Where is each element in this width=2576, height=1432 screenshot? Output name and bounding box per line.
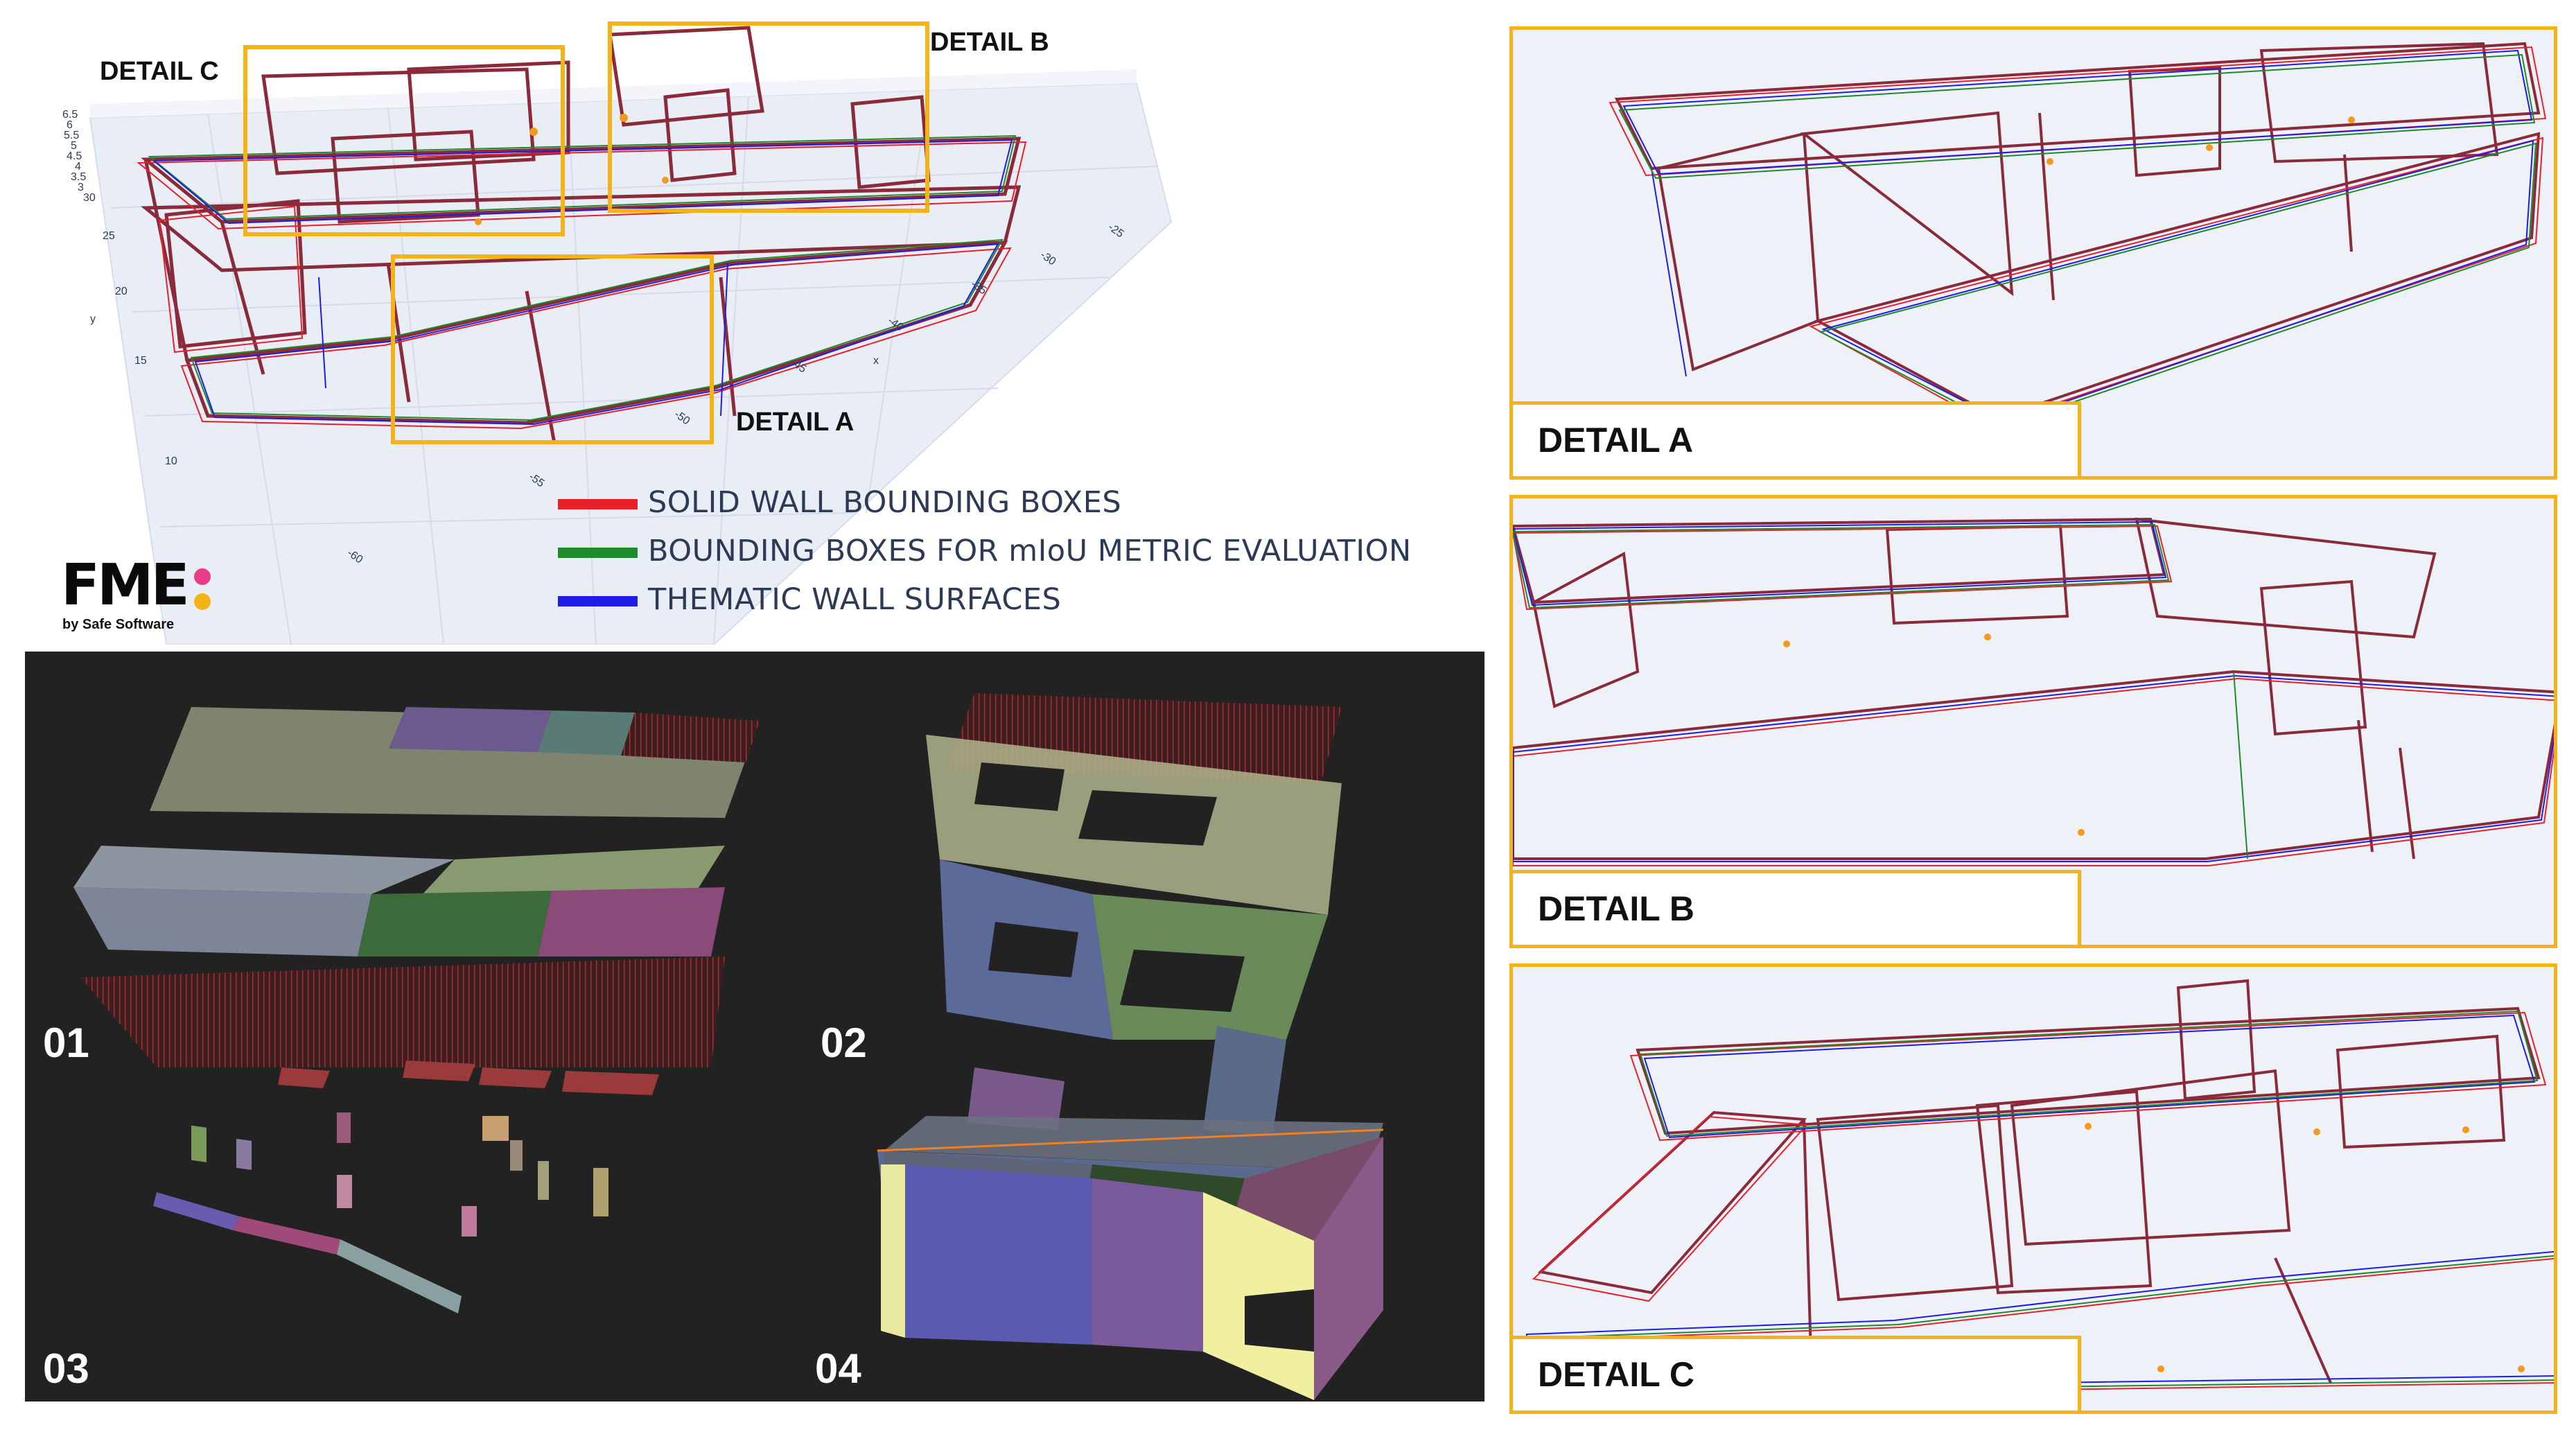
detail-c-wireframe <box>1519 979 2554 1398</box>
callout-box-c <box>243 45 565 236</box>
detail-callout-boxes <box>243 21 929 444</box>
step-label-01: 01 <box>43 1020 89 1066</box>
legend-label: THEMATIC WALL SURFACES <box>648 582 1062 617</box>
svg-text:30: 30 <box>83 192 96 204</box>
logo-dots-icon <box>194 568 211 610</box>
step-03-graphic <box>153 1060 659 1313</box>
legend-label: SOLID WALL BOUNDING BOXES <box>648 485 1122 520</box>
detail-b-markers <box>1783 634 2085 836</box>
step-label-03: 03 <box>43 1345 89 1392</box>
detail-b-wireframe <box>1513 517 2554 866</box>
detail-panel-c: DETAIL C <box>1509 963 2557 1414</box>
detail-tag-b: DETAIL B <box>1513 870 2081 945</box>
legend-swatch-blue <box>558 596 638 606</box>
detail-panel-b: DETAIL B <box>1509 495 2557 948</box>
legend-swatch-red <box>558 499 638 509</box>
detail-a-wireframe <box>1609 42 2547 428</box>
detail-label: DETAIL B <box>1538 889 1694 928</box>
step-label-02: 02 <box>821 1020 867 1066</box>
process-steps-panel: 01 02 03 04 <box>25 652 1484 1402</box>
svg-text:6: 6 <box>67 119 73 131</box>
step-01-graphic <box>73 707 760 1067</box>
svg-text:6.5: 6.5 <box>62 109 78 121</box>
logo-tagline: by Safe Software <box>62 617 175 632</box>
svg-text:10: 10 <box>165 455 177 467</box>
back-plane <box>90 69 1137 118</box>
legend-swatch-green <box>558 548 638 558</box>
detail-tag-a: DETAIL A <box>1513 401 2081 476</box>
callout-label-c: DETAIL C <box>100 57 219 86</box>
detail-b-svg <box>1513 517 2554 866</box>
legend-item-miou: BOUNDING BOXES FOR mIoU METRIC EVALUATIO… <box>558 534 1459 568</box>
main-plot-svg: 6.5 6 5.5 5 4.5 4 3.5 3 30 25 20 y 15 10… <box>62 21 1173 645</box>
logo-text: FME <box>61 552 190 618</box>
legend-label: BOUNDING BOXES FOR mIoU METRIC EVALUATIO… <box>648 534 1412 568</box>
room-markers <box>475 114 669 225</box>
step-label-04: 04 <box>815 1345 861 1392</box>
svg-text:20: 20 <box>115 286 128 297</box>
detail-c-markers <box>2085 1123 2525 1372</box>
svg-text:15: 15 <box>134 355 147 367</box>
svg-text:5.5: 5.5 <box>64 130 79 141</box>
svg-text:3.5: 3.5 <box>71 171 86 183</box>
svg-text:4: 4 <box>75 161 81 173</box>
building-wireframe <box>137 26 1027 444</box>
z-axis-ticks: 6.5 6 5.5 5 4.5 4 3.5 3 30 <box>62 109 96 204</box>
fme-logo: FME by Safe Software <box>61 555 227 638</box>
svg-text:y: y <box>90 313 96 325</box>
legend-item-thematic: THEMATIC WALL SURFACES <box>558 582 1459 617</box>
svg-text:4.5: 4.5 <box>67 150 82 162</box>
detail-label: DETAIL C <box>1538 1355 1694 1394</box>
callout-label-b: DETAIL B <box>930 28 1049 57</box>
detail-panel-a: DETAIL A <box>1509 26 2557 480</box>
y-axis-ticks: 25 20 y 15 10 <box>90 230 177 467</box>
callout-box-a <box>391 254 714 444</box>
step-02-graphic <box>926 693 1342 1137</box>
svg-text:25: 25 <box>103 230 115 242</box>
callout-label-a: DETAIL A <box>736 408 855 437</box>
process-steps-svg <box>73 693 1384 1400</box>
detail-label: DETAIL A <box>1538 421 1694 460</box>
main-3d-plot: 6.5 6 5.5 5 4.5 4 3.5 3 30 25 20 y 15 10… <box>0 0 1483 645</box>
svg-text:3: 3 <box>78 182 84 193</box>
detail-tag-c: DETAIL C <box>1513 1336 2081 1411</box>
svg-text:x: x <box>873 355 879 367</box>
detail-a-svg <box>1609 42 2547 428</box>
svg-text:5: 5 <box>71 140 77 152</box>
step-04-graphic <box>877 1116 1384 1400</box>
legend-item-solid-wall: SOLID WALL BOUNDING BOXES <box>558 485 1459 520</box>
detail-a-markers <box>2047 116 2355 165</box>
callout-box-b <box>608 21 929 213</box>
